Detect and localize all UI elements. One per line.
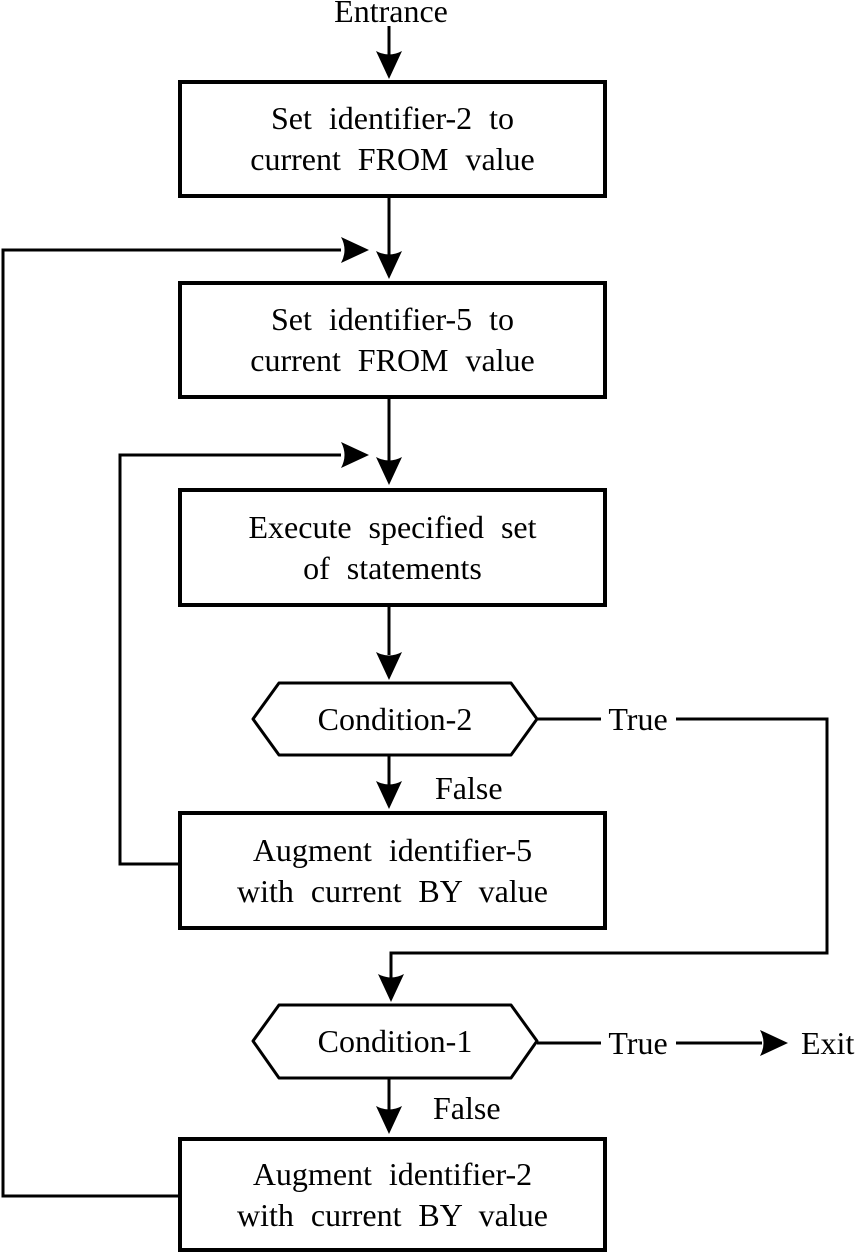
exit-label: Exit — [801, 1025, 855, 1061]
process-box-augment-identifier-5: Augment identifier-5 with current BY val… — [178, 811, 607, 930]
false-label-condition-2: False — [435, 770, 503, 806]
condition2-shape — [251, 681, 539, 757]
box-text-line: current FROM value — [250, 342, 535, 378]
box3-to-condition2-arrow — [376, 607, 402, 680]
box2-to-box3-arrow — [376, 399, 402, 485]
box-text-line: Augment identifier-5 — [252, 831, 533, 868]
condition1-false-arrow — [376, 1078, 402, 1134]
condition1-shape — [251, 1003, 539, 1080]
box-text-line: Execute specified set — [248, 508, 537, 545]
box-text-line: Augment identifier-2 — [252, 1155, 533, 1192]
condition1-true-arrow — [537, 1030, 788, 1056]
true-label-condition-1: True — [608, 1025, 668, 1061]
process-box-execute-statements: Execute specified set of statements — [178, 488, 607, 607]
box-text-line: with current BY value — [237, 872, 548, 909]
entrance-arrow — [376, 26, 402, 79]
box1-to-box2-arrow — [376, 198, 402, 279]
outer-loop-line — [1, 237, 369, 1198]
entrance-label: Entrance — [334, 0, 448, 29]
decision-label-condition-1: Condition-1 — [317, 1023, 473, 1059]
box-text-line: current FROM value — [250, 141, 535, 177]
process-box-set-identifier-5: Set identifier-5 to current FROM value — [178, 281, 607, 399]
box-text-line: with current BY value — [237, 1196, 548, 1233]
box-text-line: Set identifier-5 to — [271, 301, 514, 337]
process-box-augment-identifier-2: Augment identifier-2 with current BY val… — [178, 1137, 607, 1252]
inner-loop-line — [118, 442, 369, 866]
box-text-line: of statements — [303, 549, 482, 586]
decision-label-condition-2: Condition-2 — [317, 700, 473, 737]
box-text-line: Set identifier-2 to — [271, 100, 514, 136]
process-box-set-identifier-2: Set identifier-2 to current FROM value — [178, 80, 607, 198]
condition2-true-line — [378, 717, 829, 1002]
false-label-condition-1: False — [433, 1090, 501, 1126]
condition2-false-arrow — [376, 755, 402, 809]
true-label-condition-2: True — [608, 701, 668, 737]
